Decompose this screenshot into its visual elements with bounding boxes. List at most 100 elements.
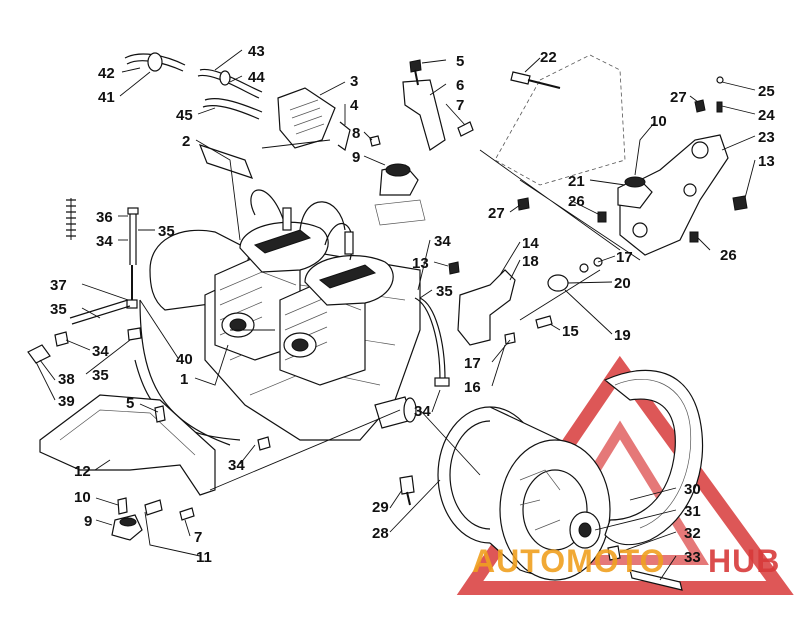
callout-15: 15: [562, 323, 579, 340]
bolt-26-left: [597, 211, 607, 223]
callout-34-left-mid: 34: [92, 343, 109, 360]
cap-25: [716, 76, 724, 84]
callout-10-top: 10: [650, 113, 667, 130]
callout-29: 29: [372, 499, 389, 516]
bolt-26-right: [689, 231, 699, 243]
engine-assembly: [134, 189, 450, 446]
bolt-8: [369, 135, 381, 147]
heat-exchanger-cover: [277, 87, 336, 149]
callout-5-top: 5: [456, 53, 464, 70]
callout-34-left: 34: [96, 233, 113, 250]
callout-37: 37: [50, 277, 67, 294]
washer-34-left: [54, 331, 69, 347]
callout-38: 38: [58, 371, 75, 388]
nut-13-right: [732, 195, 748, 211]
stud-34-35: [129, 210, 137, 265]
callout-43: 43: [248, 43, 265, 60]
callout-5-lower: 5: [126, 395, 134, 412]
coolant-hose-right: [414, 297, 441, 381]
callout-10-lower: 10: [74, 489, 91, 506]
hose-45: [202, 98, 263, 120]
bolt-10-lower: [117, 497, 128, 515]
callout-40: 40: [176, 351, 193, 368]
callout-34-mid: 34: [434, 233, 451, 250]
callout-33: 33: [684, 549, 701, 566]
callout-14: 14: [522, 235, 539, 252]
rod-37-35: [69, 299, 131, 325]
hose-group-top: [124, 52, 263, 120]
bushing-35: [127, 327, 142, 341]
bolt-5-lower: [154, 405, 166, 423]
callout-34-lower-right: 34: [414, 403, 431, 420]
nut-13-mid: [448, 261, 460, 275]
washer-32: [607, 545, 621, 561]
callout-4: 4: [350, 97, 359, 114]
callout-27-top: 27: [670, 89, 687, 106]
bolt-5-top: [409, 59, 422, 73]
callout-44: 44: [248, 69, 265, 86]
callout-26-right: 26: [720, 247, 737, 264]
callout-9: 9: [352, 149, 360, 166]
callout-24: 24: [758, 107, 775, 124]
bolt-33: [629, 569, 683, 591]
rear-mount-plate: [619, 134, 729, 256]
callout-22: 22: [540, 49, 557, 66]
nut-38-39: [27, 344, 51, 364]
callout-25: 25: [758, 83, 775, 100]
drive-clutch: [437, 406, 611, 581]
callout-27-mid: 27: [488, 205, 505, 222]
leader-lines: [35, 49, 756, 581]
washer-34-lower: [257, 436, 271, 451]
callouts: 42 41 43 44 45 3 4 2 8 9 5 6 7 22 27 25 …: [50, 43, 775, 566]
watermark-text-hub: HUB: [708, 543, 780, 579]
callout-16: 16: [464, 379, 481, 396]
bolt-22: [510, 71, 531, 85]
callout-26-left: 26: [568, 193, 585, 210]
callout-7-lower: 7: [194, 529, 202, 546]
callout-35-top: 35: [158, 223, 175, 240]
callout-32: 32: [684, 525, 701, 542]
bolt-15: [535, 315, 553, 329]
callout-42: 42: [98, 65, 115, 82]
callout-36: 36: [96, 209, 113, 226]
callout-21: 21: [568, 173, 585, 190]
callout-3: 3: [350, 73, 358, 90]
callout-19: 19: [614, 327, 631, 344]
callout-35-left: 35: [50, 301, 67, 318]
callout-13-mid: 13: [412, 255, 429, 272]
callout-17-mid: 17: [464, 355, 481, 372]
callout-35-right: 35: [436, 283, 453, 300]
callout-20: 20: [614, 275, 631, 292]
callout-17-right: 17: [616, 249, 633, 266]
clip-4: [337, 121, 351, 152]
engine-mount-bracket-front: [39, 394, 216, 496]
callout-39: 39: [58, 393, 75, 410]
callout-45: 45: [176, 107, 193, 124]
damper-20: [547, 274, 569, 292]
callout-2: 2: [182, 133, 190, 150]
nut-27-top: [694, 99, 706, 113]
callout-13-right: 13: [758, 153, 775, 170]
bolt-29: [399, 475, 415, 495]
bolt-7-lower: [179, 507, 195, 521]
bracket-14-18: [457, 269, 516, 346]
callout-28: 28: [372, 525, 389, 542]
drive-belt: [603, 369, 704, 546]
pin-24: [716, 101, 723, 113]
callout-34-lower: 34: [228, 457, 245, 474]
nut-27-mid: [517, 197, 530, 211]
callout-18: 18: [522, 253, 539, 270]
callout-1: 1: [180, 371, 188, 388]
callout-8: 8: [352, 125, 360, 142]
watermark-text: AUTOMOTO HUB: [472, 543, 780, 579]
bolt-11: [144, 499, 163, 516]
callout-23: 23: [758, 129, 775, 146]
callout-31: 31: [684, 503, 701, 520]
engine-mount-bracket-upper: [402, 79, 446, 151]
callout-11: 11: [196, 549, 212, 566]
callout-9-lower: 9: [84, 513, 92, 530]
callout-12: 12: [74, 463, 91, 480]
washer-17-mid: [504, 332, 516, 345]
callout-6: 6: [456, 77, 464, 94]
